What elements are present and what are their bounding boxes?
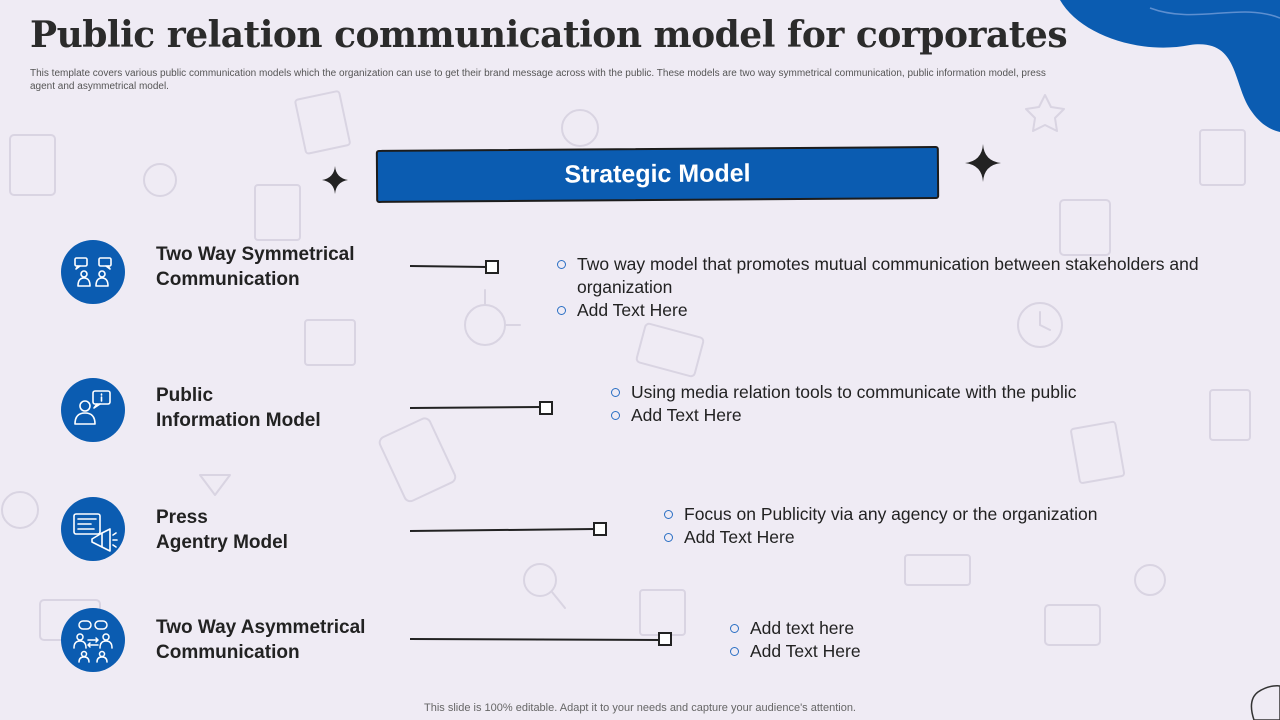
bullet-item: Focus on Publicity via any agency or the… [662,503,1242,526]
bullet-item: Using media relation tools to communicat… [609,381,1229,404]
bullet-item: Add Text Here [728,640,1228,663]
subtitle-line-1: This template covers various public comm… [30,68,1046,79]
bullet-item: Add Text Here [609,404,1229,427]
model-bullets-3: Focus on Publicity via any agency or the… [662,503,1242,549]
model-title-4: Two Way Asymmetrical Communication [156,617,366,663]
model-title-2: Public Information Model [156,385,321,431]
bullet-item: Add Text Here [662,526,1242,549]
model-bullets-4: Add text here Add Text Here [728,617,1228,663]
slide-title: Public relation communication model for … [30,14,1068,56]
person-info-bubble-icon [61,378,125,442]
sparkle-icon [322,166,348,194]
bullet-item: Add Text Here [555,299,1225,322]
model-bullets-1: Two way model that promotes mutual commu… [555,253,1225,322]
slide-footer: This slide is 100% editable. Adapt it to… [424,702,856,714]
press-megaphone-icon [61,497,125,561]
header-label: Strategic Model [564,159,751,189]
subtitle-line-2: agent and asymmetrical model. [30,81,169,92]
group-communication-icon [61,608,125,672]
strategic-model-header: Strategic Model [375,146,940,203]
slide-subtitle: This template covers various public comm… [30,67,1230,93]
bullet-item: Add text here [728,617,1228,640]
model-title-3: Press Agentry Model [156,507,288,553]
model-title-1: Two Way Symmetrical Communication [156,244,355,290]
bullet-item: Two way model that promotes mutual commu… [555,253,1225,299]
model-bullets-2: Using media relation tools to communicat… [609,381,1229,427]
two-people-chat-icon [61,240,125,304]
sparkle-icon [965,144,1001,182]
